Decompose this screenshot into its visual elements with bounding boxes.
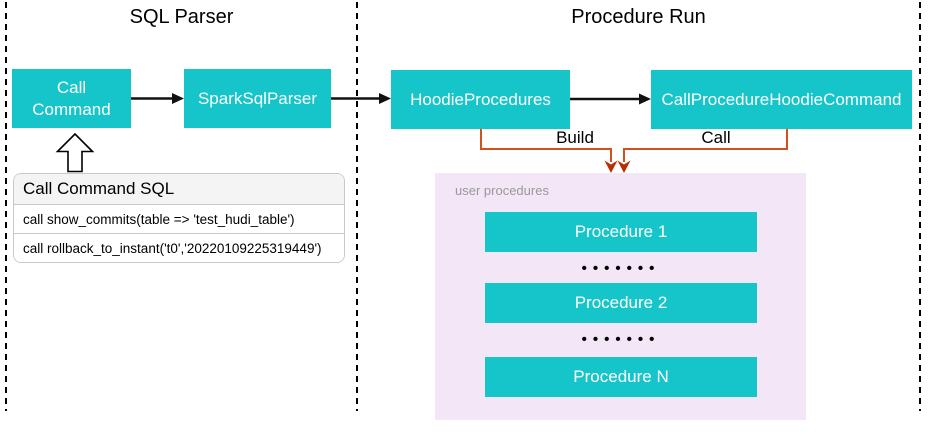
sql-table-row: call show_commits(table => 'test_hudi_ta…: [14, 205, 344, 234]
sql-table-header: Call Command SQL: [14, 174, 344, 205]
dashed-border-right: [919, 2, 921, 411]
node-procedure-1: Procedure 1: [485, 212, 757, 252]
section-title-procedure-run: Procedure Run: [571, 6, 706, 28]
flow-arrow-hoodieprocedures-to-callprocedure: [570, 93, 651, 105]
hollow-up-arrow-icon: [55, 132, 95, 173]
node-spark-sql-parser: SparkSqlParser: [184, 69, 331, 128]
arrowhead-right-icon: [172, 93, 184, 104]
section-title-sql-parser: SQL Parser: [129, 6, 234, 28]
flow-arrow-callcommand-to-parser: [131, 93, 184, 104]
edge-label-build: Build: [556, 128, 594, 147]
dashed-border-left: [5, 2, 7, 411]
ellipsis-dots: •••••••: [581, 331, 661, 348]
user-procedures-panel: user procedures Procedure 1 ••••••• Proc…: [435, 173, 806, 420]
node-call-command: Call Command: [12, 69, 131, 128]
dashed-border-middle: [356, 2, 358, 411]
arrowhead-right-icon: [639, 93, 651, 105]
call-command-sql-table: Call Command SQL call show_commits(table…: [13, 173, 345, 263]
node-procedure-2: Procedure 2: [485, 283, 757, 323]
node-hoodie-procedures: HoodieProcedures: [391, 70, 570, 129]
node-procedure-n: Procedure N: [485, 357, 757, 397]
edge-label-call: Call: [701, 128, 731, 147]
arrowhead-right-icon: [379, 93, 391, 104]
ellipsis-dots: •••••••: [581, 260, 661, 277]
sql-table-row: call rollback_to_instant('t0','202201092…: [14, 234, 344, 262]
user-procedures-label: user procedures: [455, 183, 549, 198]
arrowhead-down-icon: [604, 160, 618, 173]
arrowhead-down-icon: [617, 160, 631, 173]
node-call-procedure-hoodie-command: CallProcedureHoodieCommand: [651, 70, 912, 129]
flow-arrow-parser-to-hoodieprocedures: [331, 93, 391, 104]
